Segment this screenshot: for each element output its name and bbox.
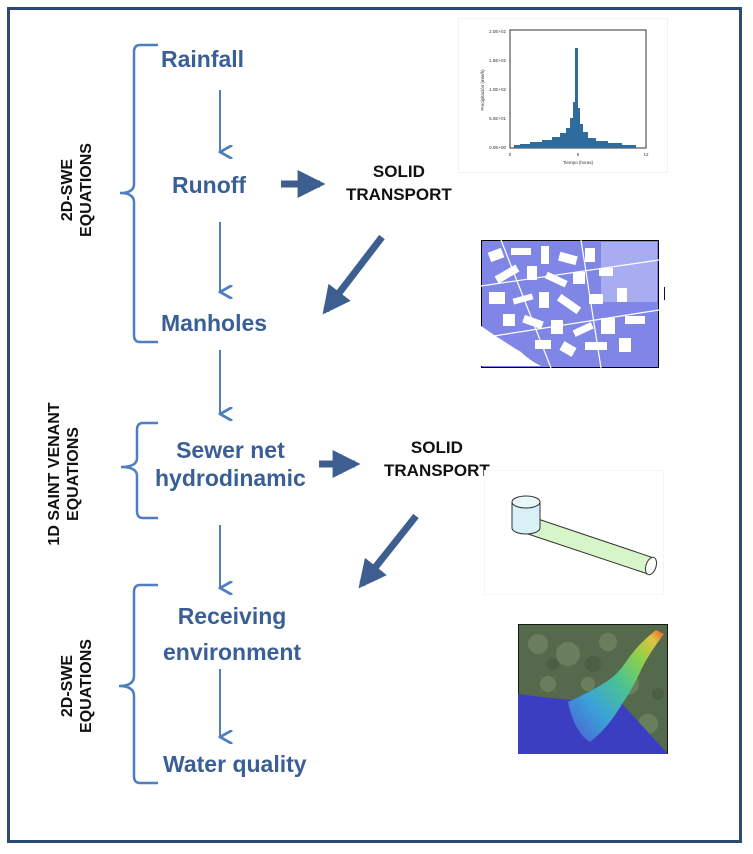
equation-label-2d-swe-bottom: 2D-SWE EQUATIONS	[59, 639, 95, 733]
hyeto-bar	[542, 140, 552, 148]
solid-transport-1-line1: SOLID	[372, 162, 425, 181]
stage-receiving-line1: Receiving	[177, 603, 287, 629]
stage-manholes: Manholes	[161, 310, 268, 336]
stage-receiving-line2: environment	[163, 639, 302, 665]
hyeto-bar	[596, 141, 608, 148]
hyeto-bar	[520, 144, 530, 148]
hyeto-xtick-0: 0	[509, 152, 512, 157]
hyeto-ylabel: Precipitación (mm/h)	[480, 69, 485, 111]
equation-label-1d-saint-venant: 1D SAINT VENANT EQUATIONS	[46, 402, 82, 546]
stage-receiving-environment: Receiving environment	[163, 598, 301, 670]
hyeto-ytick-0: 2.0E+02	[489, 29, 506, 34]
bold-arrow-solid-manholes	[322, 234, 385, 315]
hyeto-bar	[622, 145, 636, 148]
solid-transport-2-line2: TRANSPORT	[384, 461, 490, 480]
bracket-2d-swe-top	[119, 43, 158, 344]
hyeto-bar	[608, 143, 622, 148]
hyeto-bar	[583, 132, 588, 148]
hyeto-xtick-2: 12	[643, 152, 649, 157]
stage-sewer-line1: Sewer net	[176, 437, 285, 463]
hyeto-bar	[570, 118, 573, 148]
hyeto-bar	[578, 108, 580, 148]
hyeto-bar	[575, 48, 578, 148]
hyeto-bar	[514, 145, 520, 148]
solid-transport-2-line1: SOLID	[410, 438, 463, 457]
stage-water-quality: Water quality	[163, 751, 307, 777]
hyeto-ytick-3: 5.0E+01	[489, 116, 506, 121]
hyeto-bar	[566, 128, 570, 148]
bracket-1d-saint-venant	[120, 421, 158, 520]
hyeto-ytick-1: 1.5E+02	[489, 58, 506, 63]
hyeto-bar	[530, 142, 542, 148]
hyeto-bar	[588, 138, 596, 148]
hyeto-bar	[552, 137, 560, 148]
hyeto-ytick-2: 1.0E+02	[489, 87, 506, 92]
hyetograph-thumbnail: 2.0E+02 1.5E+02 1.0E+02 5.0E+01 0.0E+00 …	[458, 18, 668, 173]
bracket-2d-swe-bottom	[118, 583, 158, 785]
solid-transport-label-2: SOLID TRANSPORT	[384, 436, 490, 482]
hyeto-bar	[560, 133, 566, 148]
hyeto-xtick-1: 6	[577, 152, 580, 157]
hyeto-bar	[580, 124, 583, 148]
hyeto-ytick-4: 0.0E+00	[489, 145, 506, 150]
stage-runoff: Runoff	[172, 172, 247, 198]
solid-transport-1-line2: TRANSPORT	[346, 185, 452, 204]
bold-arrow-solid-receiving	[358, 513, 419, 589]
map-cursor-mark	[664, 287, 665, 300]
solid-transport-label-1: SOLID TRANSPORT	[346, 160, 452, 206]
receiving-environment-map-thumbnail	[518, 624, 668, 754]
manhole-pipe-thumbnail	[484, 470, 664, 595]
stage-sewer-net: Sewer net hydrodinamic	[155, 436, 306, 492]
urban-flow-map-thumbnail	[481, 240, 659, 368]
stage-rainfall: Rainfall	[161, 46, 245, 72]
hyeto-xlabel: Tiempo (horas)	[563, 160, 594, 165]
equation-label-2d-swe-top: 2D-SWE EQUATIONS	[59, 143, 95, 237]
stage-sewer-line2: hydrodinamic	[155, 465, 306, 491]
hyeto-bar	[573, 102, 575, 148]
